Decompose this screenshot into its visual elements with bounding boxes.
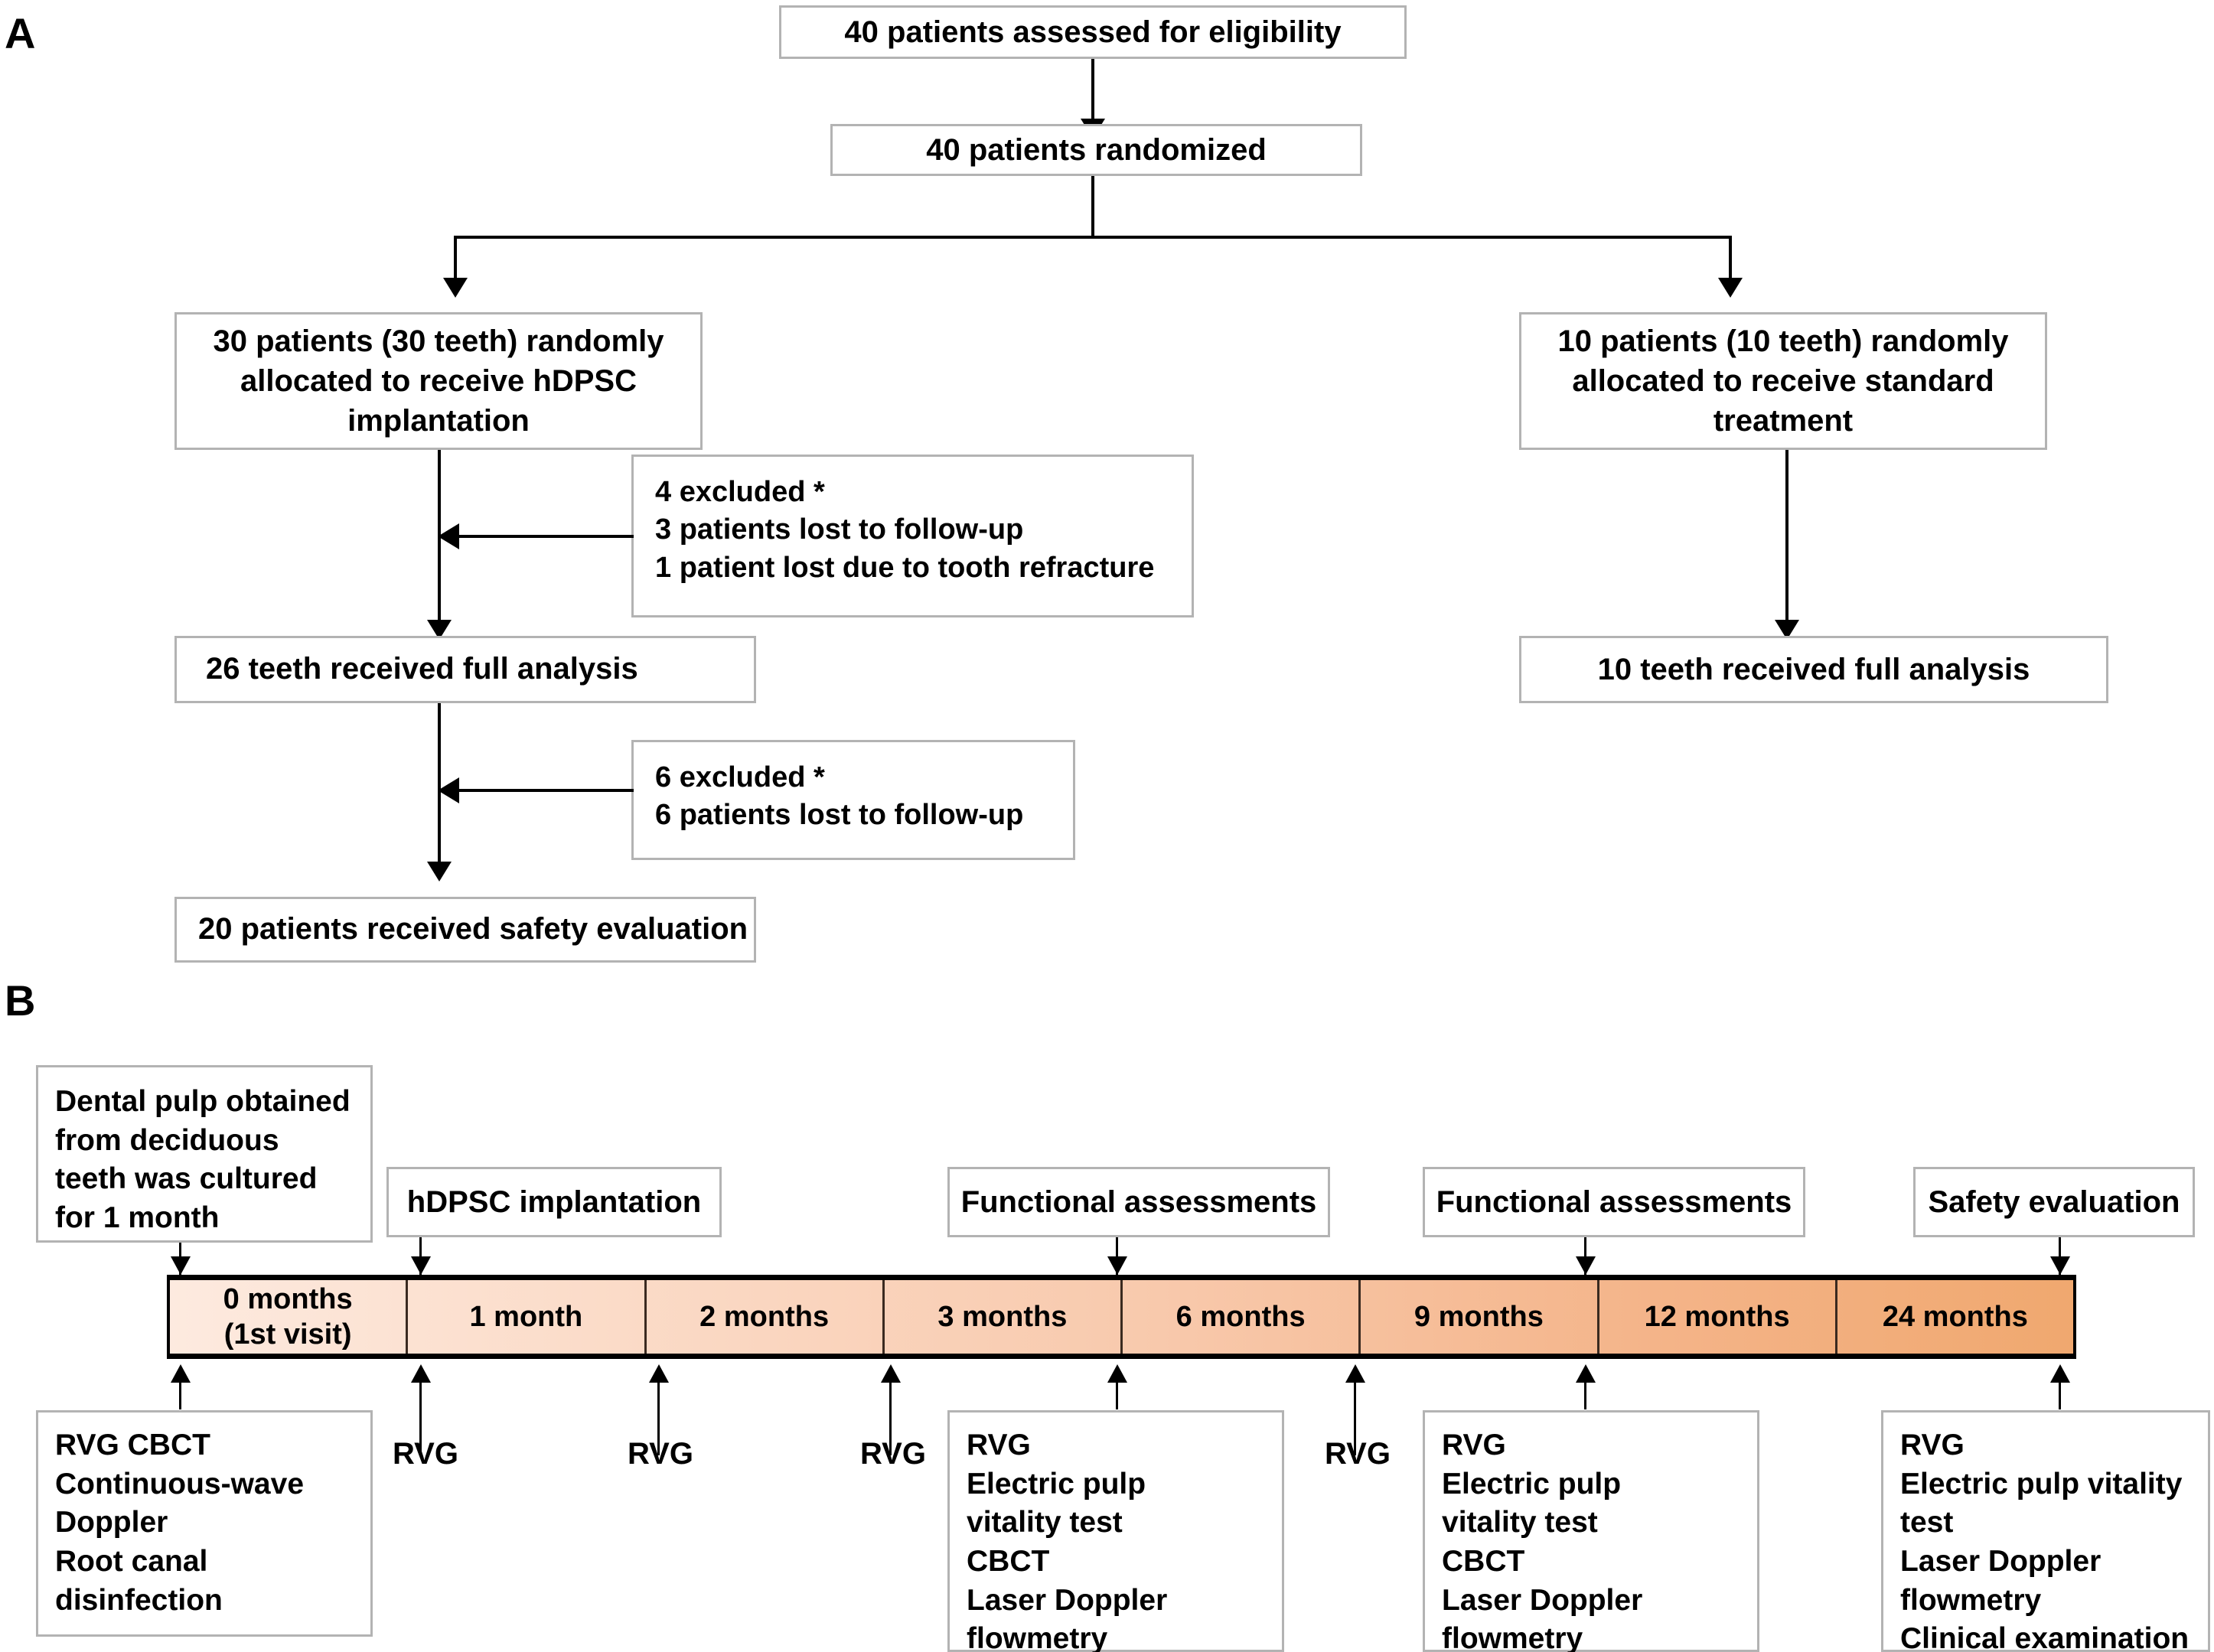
arrowhead-top-9months <box>1576 1256 1596 1275</box>
timeline-bottom-box-9months: RVG Electric pulp vitality test CBCT Las… <box>1423 1410 1759 1652</box>
arrowhead-bottom-rvg-4 <box>1345 1364 1365 1383</box>
arrowhead-top-1month <box>411 1256 431 1275</box>
arrowhead-bottom-9months <box>1576 1364 1596 1383</box>
connector-bottom-rvg-4 <box>1354 1383 1356 1455</box>
connector-randomize-stem <box>1091 176 1094 237</box>
timeline-segment-1-month[interactable]: 1 month <box>408 1280 647 1354</box>
connector-assessed-to-randomized <box>1091 59 1094 124</box>
timeline-top-label-hdpsc-implantation: hDPSC implantation <box>386 1167 722 1237</box>
timeline-top-label-functional-assessments-9m: Functional assessments <box>1423 1167 1805 1237</box>
box-right-full-analysis: 10 teeth received full analysis <box>1519 636 2108 703</box>
arrowhead-top-0months <box>171 1256 191 1275</box>
timeline-rvg-label-1month: RVG <box>393 1437 458 1471</box>
timeline-top-label-functional-assessments-3m: Functional assessments <box>947 1167 1330 1237</box>
box-excluded-second: 6 excluded * 6 patients lost to follow-u… <box>631 740 1075 860</box>
arrowhead-bottom-0months <box>171 1364 191 1383</box>
connector-bottom-9months <box>1584 1383 1586 1409</box>
connector-top-24months <box>2059 1237 2061 1275</box>
panel-label-a: A <box>5 9 36 57</box>
connector-bottom-rvg-2 <box>657 1383 660 1455</box>
connector-bottom-rvg-3 <box>889 1383 892 1455</box>
box-safety-evaluation: 20 patients received safety evaluation <box>174 897 756 963</box>
connector-top-9months <box>1584 1237 1586 1275</box>
arrowhead-bottom-rvg-1 <box>411 1364 431 1383</box>
timeline-rvg-label-3months: RVG <box>860 1437 926 1471</box>
timeline-top-label-safety-evaluation: Safety evaluation <box>1913 1167 2195 1237</box>
arrowhead-bottom-3months <box>1107 1364 1127 1383</box>
arrowhead-branch-right <box>1718 278 1743 298</box>
connector-branch-left <box>454 236 457 283</box>
connector-branch-right <box>1729 236 1732 283</box>
connector-bottom-rvg-1 <box>419 1383 422 1455</box>
box-left-full-analysis: 26 teeth received full analysis <box>174 636 756 703</box>
timeline-rvg-label-2months: RVG <box>628 1437 693 1471</box>
timeline-segment-3-months[interactable]: 3 months <box>885 1280 1123 1354</box>
timeline-top-label-dental-pulp: Dental pulp obtained from deciduous teet… <box>36 1065 373 1243</box>
connector-right-alloc-to-analysis <box>1785 450 1788 636</box>
arrowhead-bottom-24months <box>2050 1364 2070 1383</box>
panel-label-b: B <box>5 976 36 1025</box>
box-assessed-eligibility: 40 patients assessed for eligibility <box>779 5 1407 59</box>
box-right-allocation: 10 patients (10 teeth) randomly allocate… <box>1519 312 2047 450</box>
arrowhead-bottom-rvg-3 <box>881 1364 901 1383</box>
connector-bottom-3months <box>1116 1383 1118 1409</box>
timeline-segment-2-months[interactable]: 2 months <box>647 1280 885 1354</box>
timeline-bottom-box-3months: RVG Electric pulp vitality test CBCT Las… <box>947 1410 1284 1652</box>
timeline-segment-6-months[interactable]: 6 months <box>1123 1280 1361 1354</box>
timeline-bottom-box-0months: RVG CBCT Continuous-wave Doppler Root ca… <box>36 1410 373 1637</box>
connector-excluded-second <box>459 789 634 792</box>
connector-randomize-split <box>454 236 1732 239</box>
arrowhead-branch-left <box>443 278 468 298</box>
study-timeline-bar: 0 months (1st visit) 1 month 2 months 3 … <box>167 1275 2076 1359</box>
arrowhead-excluded-second <box>438 777 459 803</box>
timeline-segment-12-months[interactable]: 12 months <box>1599 1280 1837 1354</box>
connector-top-3months <box>1116 1237 1118 1275</box>
timeline-segment-9-months[interactable]: 9 months <box>1361 1280 1599 1354</box>
connector-bottom-0months <box>179 1383 181 1409</box>
timeline-segment-24-months[interactable]: 24 months <box>1882 1300 2028 1333</box>
timeline-segment-0-months[interactable]: 0 months (1st visit) <box>170 1280 409 1354</box>
box-left-allocation: 30 patients (30 teeth) randomly allocate… <box>174 312 703 450</box>
arrowhead-bottom-rvg-2 <box>649 1364 669 1383</box>
arrowhead-top-3months <box>1107 1256 1127 1275</box>
box-randomized: 40 patients randomized <box>830 124 1362 176</box>
arrowhead-analysis-to-safety <box>427 862 452 881</box>
arrowhead-excluded-first <box>438 523 459 549</box>
connector-top-1month <box>419 1237 422 1275</box>
timeline-rvg-label-6months: RVG <box>1325 1437 1391 1471</box>
connector-bottom-24months <box>2059 1383 2061 1409</box>
timeline-bottom-box-24months: RVG Electric pulp vitality test Laser Do… <box>1881 1410 2210 1652</box>
box-excluded-first: 4 excluded * 3 patients lost to follow-u… <box>631 455 1194 617</box>
connector-excluded-first <box>459 535 634 538</box>
arrowhead-top-24months <box>2050 1256 2070 1275</box>
